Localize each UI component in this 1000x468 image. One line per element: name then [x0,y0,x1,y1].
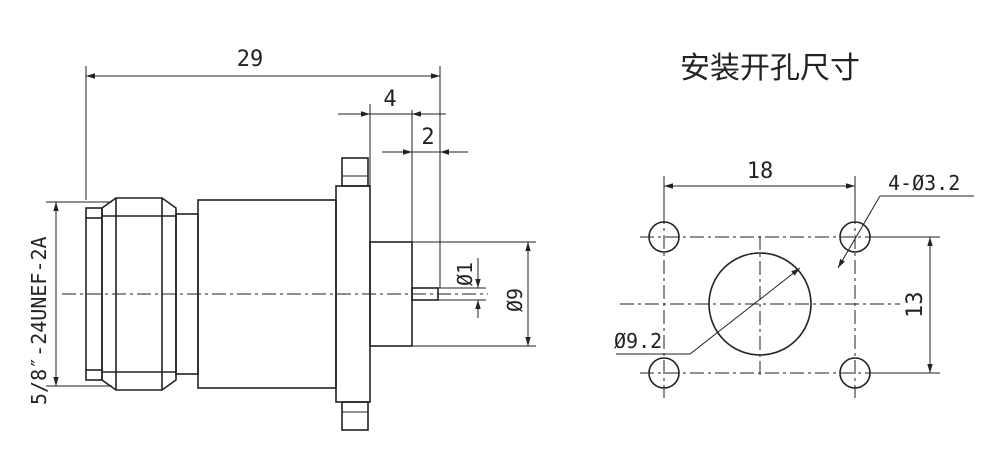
dim-29-label: 29 [237,47,264,72]
center-hole [708,252,812,356]
body-diameter-label: Ø9 [503,288,527,312]
center-hole-leader [616,267,801,355]
hole-callout-leader [837,195,974,269]
thread-spec-label: 5/8″-24UNEF-2A [27,236,51,405]
dimension-18 [663,176,856,222]
dimension-13 [870,236,940,374]
dimension-4 [338,104,446,242]
dimension-pin-diameter [438,258,486,318]
hole-callout-label: 4-Ø3.2 [888,171,960,195]
dimension-2 [382,110,468,242]
dim-18-label: 18 [747,159,774,184]
mounting-title: 安装开孔尺寸 [680,51,860,86]
dimension-body-diameter [412,241,536,347]
dim-2-label: 2 [421,125,434,150]
hole-centerlines [620,210,900,398]
hole-bottom-left [648,357,680,389]
dim-4-label: 4 [383,87,396,112]
dim-13-label: 13 [903,292,928,319]
pin-diameter-label: Ø1 [453,262,477,286]
dimension-29 [85,66,441,288]
dimension-thread [46,201,112,387]
center-hole-label: Ø9.2 [614,329,662,353]
